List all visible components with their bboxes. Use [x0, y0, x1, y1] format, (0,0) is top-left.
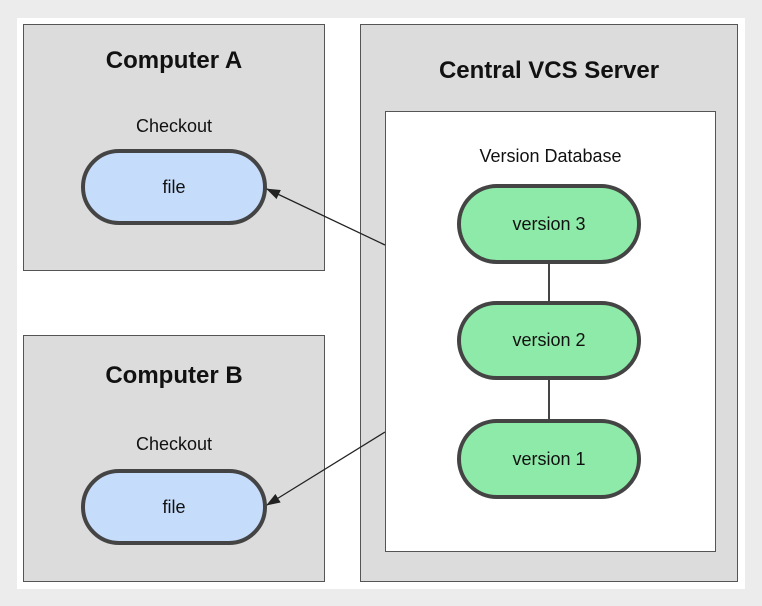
- version-database-label: Version Database: [479, 146, 622, 166]
- computer-b-checkout-label: Checkout: [135, 434, 213, 454]
- version-3-label: version 3: [512, 213, 586, 234]
- computer-b-title: Computer B: [105, 362, 243, 389]
- version-2-label: version 2: [512, 330, 586, 350]
- computer-a-title: Computer A: [105, 47, 243, 74]
- computer-a-checkout-label: Checkout: [135, 116, 213, 136]
- computer-b-file-label: file: [162, 496, 186, 517]
- version-1-node: version 1: [457, 419, 641, 499]
- computer-a-file-node: file: [81, 149, 267, 225]
- computer-b-box: Computer B Checkout file: [23, 335, 325, 582]
- version-1-label: version 1: [512, 448, 586, 469]
- central-vcs-server-title: Central VCS Server: [438, 57, 660, 84]
- version-3-node: version 3: [457, 184, 641, 264]
- computer-a-file-label: file: [162, 176, 186, 197]
- computer-b-file-node: file: [81, 469, 267, 545]
- version-2-node: version 2: [457, 301, 641, 380]
- computer-a-box: Computer A Checkout file: [23, 24, 325, 271]
